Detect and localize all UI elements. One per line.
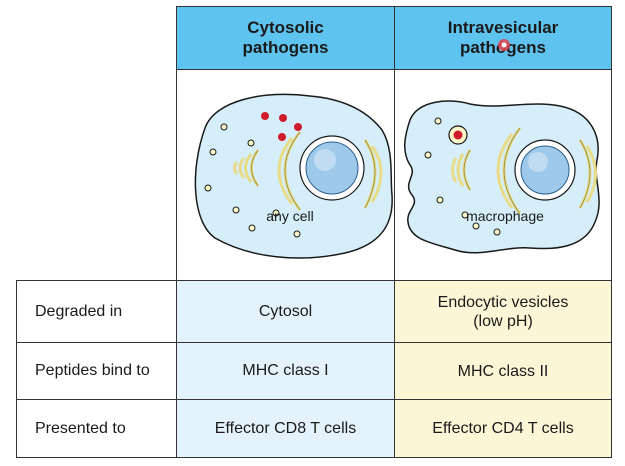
any-cell-illustration <box>194 93 393 259</box>
macrophage-illustration <box>404 100 600 254</box>
row-label-degraded-in: Degraded in <box>16 280 177 343</box>
degraded-in-cytosolic: Cytosol <box>176 280 395 343</box>
caption-any-cell: any cell <box>266 208 314 224</box>
row-label-presented-to: Presented to <box>16 399 177 458</box>
cell-membrane <box>194 93 393 259</box>
row-label-peptides-bind-to: Peptides bind to <box>16 342 177 400</box>
presented-to-cytosolic: Effector CD8 T cells <box>176 399 395 458</box>
intravesicular-pathogen <box>453 130 463 140</box>
cytosolic-pathogens-dots <box>261 112 302 141</box>
degraded-in-intravesicular: Endocytic vesicles (low pH) <box>394 280 612 343</box>
header-cytosolic-pathogens: Cytosolic pathogens <box>176 6 395 70</box>
caption-macrophage: macrophage <box>466 208 544 224</box>
peptides-bind-intravesicular: MHC class II <box>394 342 612 400</box>
peptides-bind-cytosolic: MHC class I <box>176 342 395 400</box>
presented-to-intravesicular: Effector CD4 T cells <box>394 399 612 458</box>
